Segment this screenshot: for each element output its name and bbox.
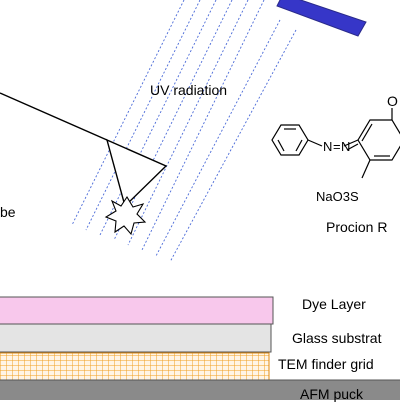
probe-label: be: [0, 204, 16, 220]
afm-puck: [0, 379, 400, 400]
uv-radiation-label: UV radiation: [150, 82, 228, 98]
azo-n-2: =: [333, 139, 341, 154]
afm-probe: [0, 92, 168, 208]
sulfonate-label: NaO3S: [316, 189, 359, 204]
afm-puck-label: AFM puck: [300, 386, 364, 402]
spark-icon: [104, 195, 147, 236]
uv-lamp: [276, 0, 367, 37]
glass-substrate-label: Glass substrat: [292, 330, 382, 346]
tem-finder-grid-label: TEM finder grid: [278, 356, 374, 372]
dye-layer-label: Dye Layer: [302, 296, 366, 312]
glass-substrate: [0, 323, 272, 353]
dye-layer: [0, 296, 274, 325]
tem-finder-grid: [0, 352, 270, 381]
azo-n-1: N: [323, 139, 332, 154]
azo-n-3: N: [341, 139, 350, 154]
procion-molecule-structure: [271, 108, 400, 179]
procion-label: Procion R: [326, 219, 388, 235]
hydroxyl-label: O: [387, 93, 398, 109]
uv-rays: [71, 0, 297, 263]
